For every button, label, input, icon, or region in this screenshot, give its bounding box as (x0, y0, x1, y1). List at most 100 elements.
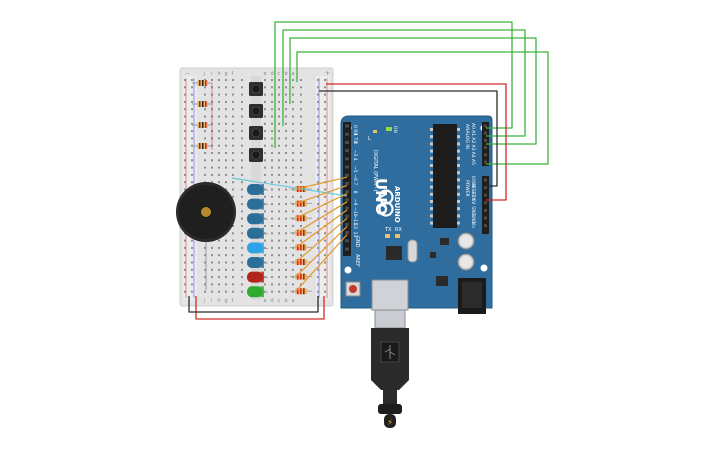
led[interactable] (247, 213, 268, 225)
pin-hole[interactable] (345, 222, 349, 226)
pin-hole[interactable] (345, 198, 349, 202)
digital-pin-label: 7 (352, 182, 358, 185)
power-pin-label: 3.3V (471, 191, 476, 200)
pin-hole[interactable] (345, 181, 349, 185)
wire-red-5v[interactable] (326, 83, 507, 201)
analog-pin-label: A4 (470, 152, 476, 158)
pin-hole[interactable] (345, 157, 349, 161)
led[interactable] (247, 286, 268, 298)
aref-label: AREF (354, 254, 360, 267)
pin-hole[interactable] (345, 214, 349, 218)
led[interactable] (247, 227, 268, 239)
pin-hole[interactable] (345, 132, 349, 136)
row-letter: h (218, 71, 221, 77)
pin-hole[interactable] (484, 138, 487, 142)
led-column (247, 184, 268, 298)
led[interactable] (247, 271, 268, 283)
orange-led-wires (295, 176, 348, 292)
pin-hole[interactable] (345, 149, 349, 153)
reset-button[interactable] (345, 281, 361, 297)
pin-hole[interactable] (345, 173, 349, 177)
row-letter: j (203, 71, 205, 77)
analog-pin-label: A5 (470, 159, 476, 165)
pin-hole[interactable] (345, 239, 349, 243)
wire-orange[interactable] (295, 209, 348, 248)
led[interactable] (247, 198, 268, 210)
push-button[interactable] (249, 104, 263, 118)
push-button[interactable] (249, 82, 263, 96)
pin-hole[interactable] (345, 190, 349, 194)
usb-cable[interactable]: ⚡ (371, 309, 409, 428)
push-buttons (249, 82, 263, 162)
pin-hole[interactable] (484, 201, 487, 205)
usb-chip (386, 246, 402, 260)
wire-orange[interactable] (295, 176, 348, 190)
wire-green[interactable] (296, 51, 549, 165)
digital-pin-label: 2 (352, 141, 358, 144)
wire-green[interactable] (289, 37, 537, 145)
wire-red-bridge[interactable] (195, 296, 325, 320)
digital-pin-label: 8 (352, 191, 358, 194)
usb-power-icon: ⚡ (387, 418, 393, 427)
pin-hole[interactable] (345, 231, 349, 235)
wire-black-gnd[interactable] (319, 90, 498, 187)
tx-label: TX (384, 227, 392, 233)
pin-hole[interactable] (484, 131, 487, 135)
pin-hole[interactable] (484, 208, 487, 212)
resistor (192, 122, 212, 128)
resistor (290, 200, 312, 207)
push-button[interactable] (249, 126, 263, 140)
piezo-buzzer[interactable] (176, 182, 236, 290)
wire-cyan-buzzer[interactable] (231, 177, 348, 197)
resistor (290, 244, 312, 251)
pin-hole[interactable] (484, 193, 487, 197)
pin-hole[interactable] (484, 186, 487, 190)
power-pin-label: GND (471, 206, 476, 215)
analog-pin-holes (484, 124, 487, 164)
led[interactable] (247, 184, 268, 195)
pin-hole[interactable] (484, 178, 487, 182)
pin-hole[interactable] (345, 247, 349, 251)
digital-pin-label: 0 RX (352, 125, 358, 136)
resistor (192, 101, 212, 107)
rail-minus-label: − (185, 70, 190, 77)
push-button[interactable] (249, 148, 263, 162)
pin-hole[interactable] (484, 224, 487, 228)
wire-green[interactable] (282, 29, 526, 137)
pin-hole[interactable] (484, 124, 487, 128)
digital-header (343, 122, 351, 256)
row-letter: b (285, 298, 288, 304)
wire-orange[interactable] (295, 184, 348, 205)
button-resistors (192, 80, 213, 150)
digital-pin-holes (345, 124, 349, 251)
pin-hole[interactable] (345, 165, 349, 169)
led[interactable] (247, 257, 268, 268)
digital-pin-label: ~9 (352, 199, 358, 206)
pin-hole[interactable] (345, 206, 349, 210)
pin-hole[interactable] (484, 160, 487, 164)
pin-hole[interactable] (345, 124, 349, 128)
wire-orange[interactable] (295, 193, 348, 219)
power-header-label: POWER (464, 180, 470, 197)
power-pin-label: Vin (471, 222, 476, 229)
led[interactable] (247, 242, 268, 254)
pin-hole[interactable] (484, 153, 487, 157)
wire-green[interactable] (274, 21, 513, 148)
wire-orange[interactable] (295, 217, 348, 263)
digital-pin-label: ~3 (352, 150, 358, 157)
wire-orange[interactable] (295, 225, 348, 278)
gnd-label: GND (354, 236, 360, 248)
pin-hole[interactable] (484, 216, 487, 220)
pin-hole[interactable] (345, 140, 349, 144)
wire-black-bridge[interactable] (188, 296, 319, 313)
analog-header-label: ANALOG IN (464, 124, 470, 149)
wire-orange[interactable] (295, 234, 348, 292)
row-letter: g (225, 298, 228, 304)
row-letter: i (211, 298, 212, 304)
arduino-brand-label: ARDUINO (393, 186, 401, 223)
pin-hole[interactable] (484, 146, 487, 150)
wire-orange[interactable] (295, 201, 348, 234)
